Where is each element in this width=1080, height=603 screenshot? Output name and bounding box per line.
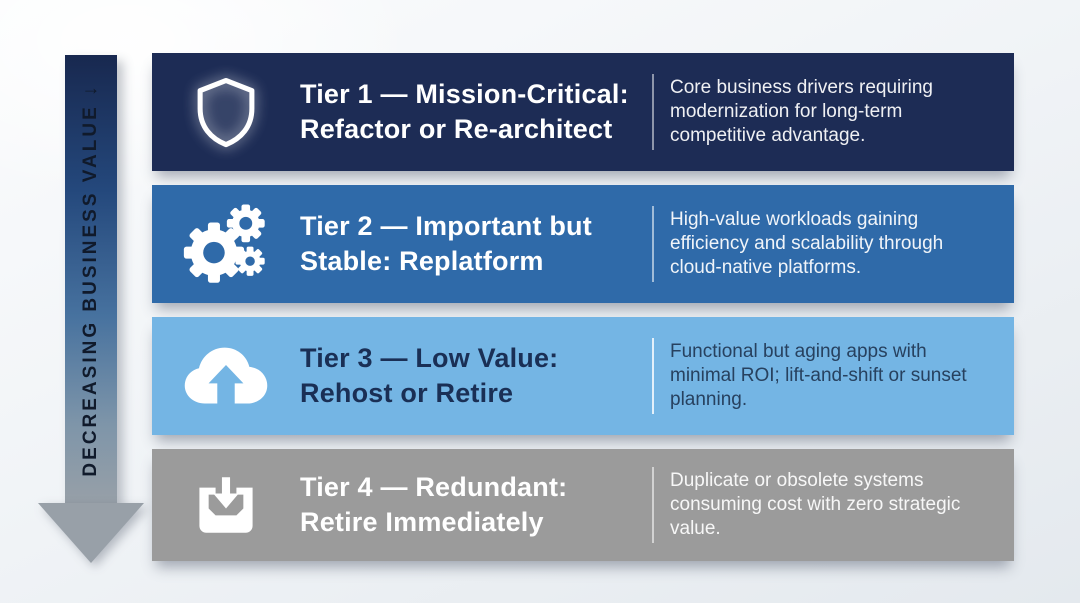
- tier-row-2: Tier 2 — Important but Stable: Replatfor…: [152, 185, 1014, 303]
- tier-divider: [652, 338, 654, 414]
- tier-divider: [652, 206, 654, 282]
- gears-icon: [183, 204, 265, 283]
- tier-title: Tier 3 — Low Value: Rehost or Retire: [300, 341, 652, 411]
- tier-row-4: Tier 4 — Redundant: Retire Immediately D…: [152, 449, 1014, 561]
- value-arrow-head: [38, 503, 144, 563]
- tier-description: Duplicate or obsolete systems consuming …: [670, 470, 961, 539]
- shield-icon: [197, 77, 255, 148]
- value-arrow-label: DECREASING BUSINESS VALUE ↓: [80, 83, 101, 477]
- tier-title-line-1: Tier 2 — Important but: [300, 211, 592, 241]
- tier-1-icon-cell: [152, 76, 300, 148]
- tier-description: High-value workloads gaining efficiency …: [670, 209, 944, 278]
- tier-title-line-2: Refactor or Re-architect: [300, 114, 613, 144]
- value-arrow-shaft: [65, 55, 117, 505]
- tier-row-1: Tier 1 — Mission-Critical: Refactor or R…: [152, 53, 1014, 171]
- tier-description: Functional but aging apps with minimal R…: [670, 341, 967, 410]
- cloud-upload-icon: [184, 347, 268, 404]
- tier-description: Core business drivers requiring moderniz…: [670, 77, 933, 146]
- tier-title-line-1: Tier 1 — Mission-Critical:: [300, 79, 629, 109]
- tier-title-line-1: Tier 3 — Low Value:: [300, 343, 559, 373]
- tier-title-line-1: Tier 4 — Redundant:: [300, 472, 568, 502]
- tier-divider: [652, 74, 654, 150]
- archive-download-icon: [199, 477, 253, 533]
- tier-2-icon-cell: [152, 201, 300, 287]
- tier-title-line-2: Stable: Replatform: [300, 246, 544, 276]
- tier-title: Tier 4 — Redundant: Retire Immediately: [300, 470, 652, 540]
- tier-3-icon-cell: [152, 343, 300, 409]
- tier-title: Tier 2 — Important but Stable: Replatfor…: [300, 209, 652, 279]
- tier-4-icon-cell: [152, 468, 300, 542]
- tier-title-line-2: Rehost or Retire: [300, 378, 514, 408]
- tier-divider: [652, 467, 654, 543]
- tier-title-line-2: Retire Immediately: [300, 507, 544, 537]
- tier-row-3: Tier 3 — Low Value: Rehost or Retire Fun…: [152, 317, 1014, 435]
- tier-title: Tier 1 — Mission-Critical: Refactor or R…: [300, 77, 652, 147]
